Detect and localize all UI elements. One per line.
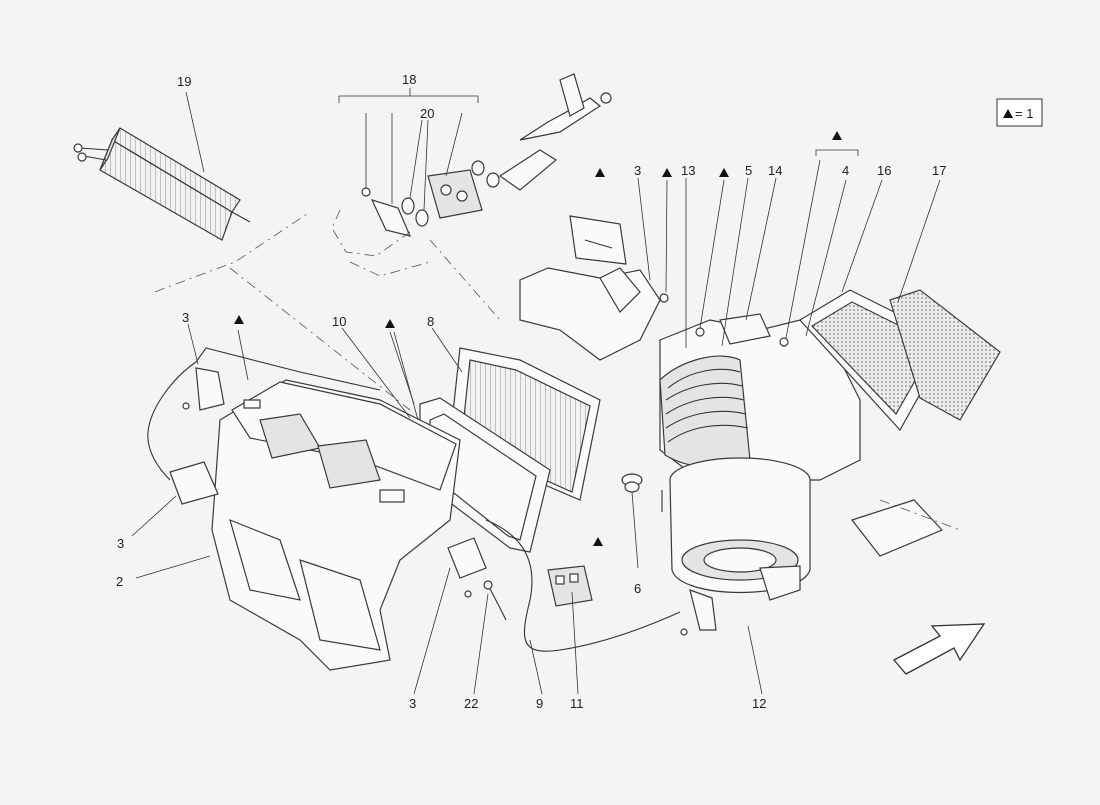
part-3-actuator-left xyxy=(169,461,219,505)
dash-line-center-2 xyxy=(429,239,501,321)
part-cover-plate xyxy=(569,215,627,265)
triangle-marker-icon xyxy=(593,537,603,546)
callout-19: 19 xyxy=(177,74,191,89)
callout-6: 6 xyxy=(634,581,641,596)
part-3-actuator-bottom xyxy=(447,537,487,598)
control-module xyxy=(851,499,961,557)
legend-box: = 1 xyxy=(996,98,1043,127)
part-19-heater-core xyxy=(73,127,251,241)
part-2-heater-housing xyxy=(211,379,461,671)
bracket-4 xyxy=(815,149,859,156)
dash-line-19 xyxy=(154,211,311,293)
callout-2: 2 xyxy=(116,574,123,589)
callout-20: 20 xyxy=(420,106,434,121)
callout-4: 4 xyxy=(842,163,849,178)
triangle-marker-icon xyxy=(1003,109,1013,118)
callout-12: 12 xyxy=(752,696,766,711)
callout-9: 9 xyxy=(536,696,543,711)
triangle-marker-icon xyxy=(595,168,605,177)
callout-11: 11 xyxy=(570,696,584,711)
wire-harness-top xyxy=(195,347,381,391)
triangle-marker-icon xyxy=(719,168,729,177)
callout-18: 18 xyxy=(402,72,416,87)
callout-3: 3 xyxy=(117,536,124,551)
triangle-marker-icon xyxy=(234,315,244,324)
callout-17: 17 xyxy=(932,163,946,178)
callout-16: 16 xyxy=(877,163,891,178)
triangle-marker-icon xyxy=(662,168,672,177)
triangle-marker-icon xyxy=(832,131,842,140)
callout-13: 13 xyxy=(681,163,695,178)
part-12-blower-motor xyxy=(669,457,811,636)
callout-10: 10 xyxy=(332,314,346,329)
part-11-blower-resistor xyxy=(547,565,593,607)
callout-22: 22 xyxy=(464,696,478,711)
wire-harness-left xyxy=(147,361,197,481)
part-6-grommet xyxy=(621,473,663,512)
callout-3: 3 xyxy=(409,696,416,711)
callout-labels: 19 18 20 3 13 5 14 4 16 17 3 10 8 3 2 6 … xyxy=(116,72,946,711)
legend-text: = 1 xyxy=(1015,106,1033,121)
part-18-expansion-valve-group xyxy=(331,73,612,277)
callout-3: 3 xyxy=(182,310,189,325)
upper-housing-assembly xyxy=(519,215,861,481)
blower-fan-ribs xyxy=(665,368,749,443)
callout-5: 5 xyxy=(745,163,752,178)
dash-line-center-1 xyxy=(229,267,411,411)
triangle-marker-icon xyxy=(385,319,395,328)
part-22-sensor-lead xyxy=(487,584,507,621)
part-17-cabin-filter xyxy=(889,289,1001,421)
callout-8: 8 xyxy=(427,314,434,329)
direction-arrow-icon xyxy=(892,623,986,675)
part-9-wire-harness xyxy=(485,519,681,652)
part-8-evaporator xyxy=(449,347,601,501)
callout-14: 14 xyxy=(768,163,782,178)
leader-lines xyxy=(131,91,941,695)
part-3-actuator-left-top xyxy=(182,367,225,411)
callout-3: 3 xyxy=(634,163,641,178)
